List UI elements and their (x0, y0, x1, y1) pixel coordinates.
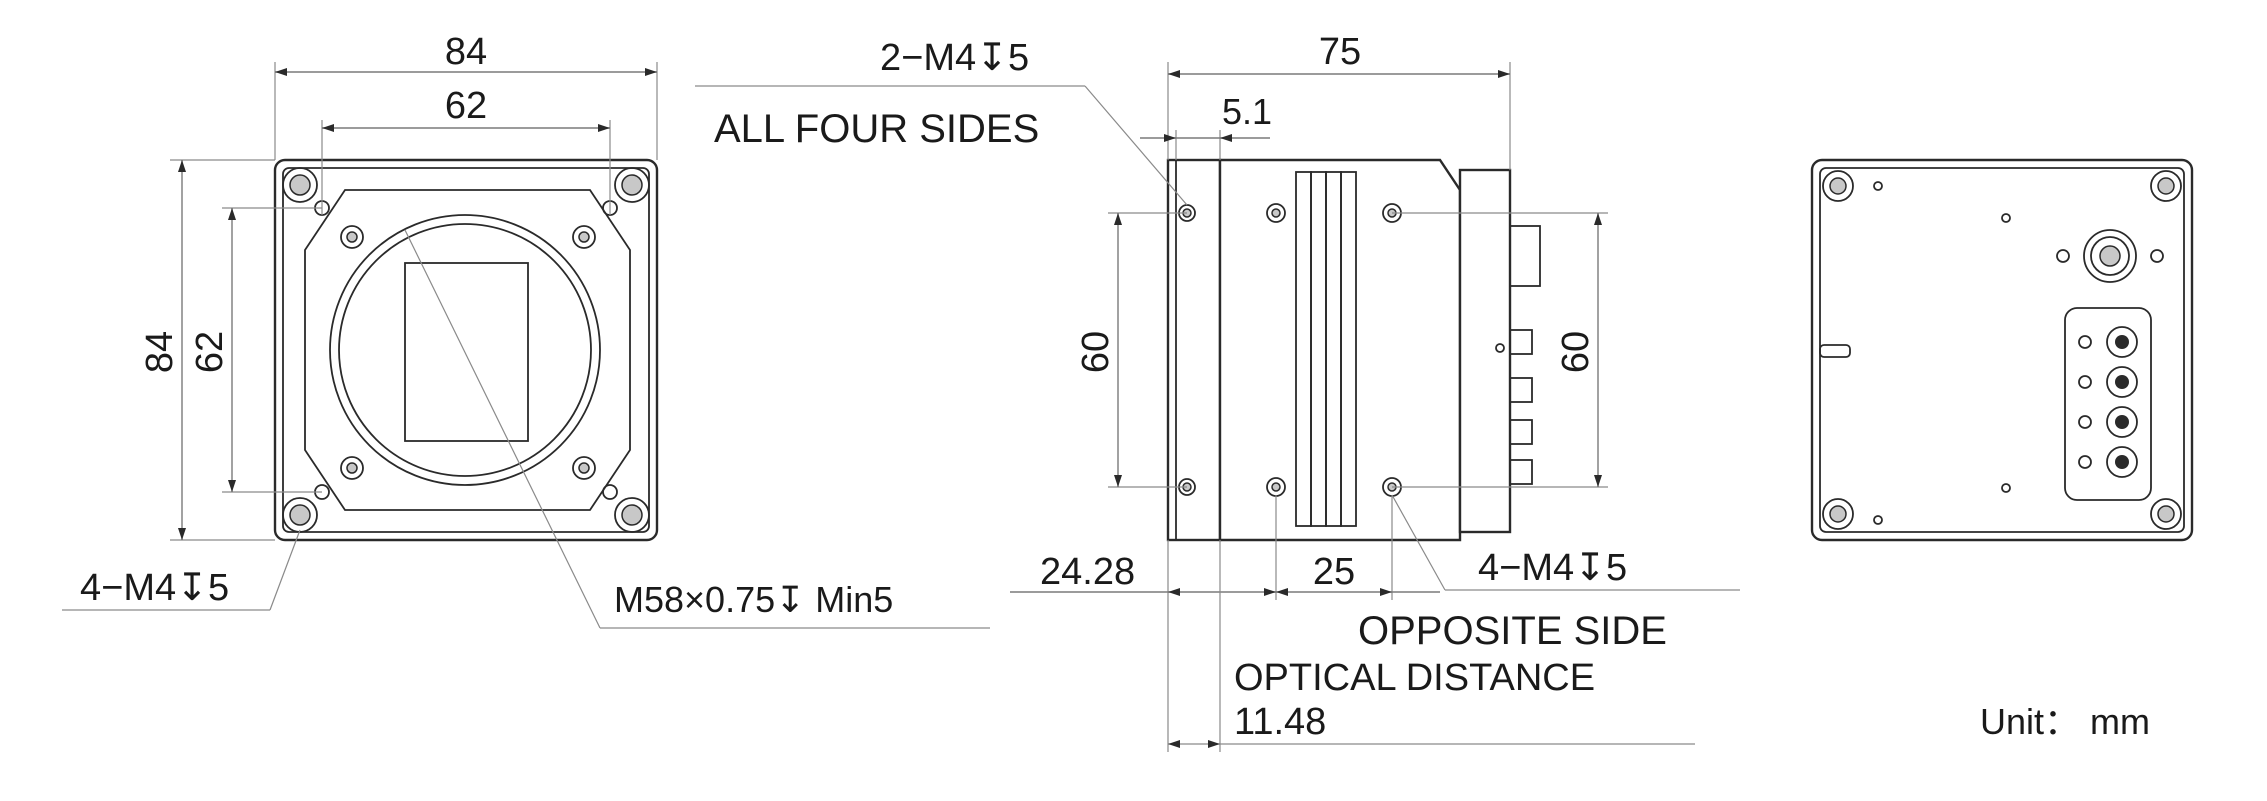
rear-port-panel (2064, 307, 2152, 501)
front-corner-holes (282, 167, 650, 533)
side-hole-spec-label: 2−M4↧5 (880, 37, 1029, 79)
side-height-right-label: 60 (1555, 331, 1597, 373)
front-plate-screws (340, 225, 596, 480)
rear-side-tab (1819, 344, 1851, 358)
side-view: 75 5.1 2−M4↧5 ALL FOUR SIDES 60 60 (695, 31, 1740, 752)
front-hole-note: 4−M4↧5 (80, 567, 229, 609)
optical-distance-value: 11.48 (1234, 701, 1326, 743)
side-height-left-label: 60 (1075, 331, 1117, 373)
rear-ports (2078, 326, 2138, 478)
image-sensor (404, 262, 529, 442)
side-hole-spacing-label: 25 (1313, 551, 1355, 593)
front-view: 84 62 84 62 4−M4↧5 M58×0.75↧ Min5 (62, 31, 990, 629)
side-flange-depth-label: 5.1 (1222, 91, 1272, 132)
optical-distance-label: OPTICAL DISTANCE (1234, 657, 1595, 699)
rear-view (1810, 158, 2194, 542)
rear-corner-holes (1822, 170, 2182, 530)
front-width-inner-label: 62 (445, 85, 487, 127)
lens-mount-ring-inner (338, 223, 592, 477)
lens-mount-ring-outer (329, 214, 601, 486)
rear-body-outline (1810, 158, 2194, 542)
side-cooling-fins (1295, 171, 1357, 527)
front-body-inner-outline (282, 167, 650, 533)
side-rear-hole-spec: 4−M4↧5 (1478, 547, 1627, 589)
side-rear-hole-note: OPPOSITE SIDE (1358, 609, 1667, 653)
side-offset-label: 24.28 (1040, 551, 1135, 593)
side-length-label: 75 (1319, 31, 1361, 73)
front-height-inner-label: 62 (189, 331, 231, 373)
front-width-outer-label: 84 (445, 31, 487, 73)
side-hole-spec-note: ALL FOUR SIDES (714, 107, 1039, 151)
front-height-outer-label: 84 (139, 331, 181, 373)
rear-circular-connector (2056, 229, 2164, 283)
side-connector (1509, 225, 1541, 287)
units-label: Unit： mm (1980, 701, 2150, 742)
front-mount-note: M58×0.75↧ Min5 (614, 579, 893, 620)
side-main-body (1218, 158, 1462, 542)
side-rear-ports (1495, 329, 1533, 485)
